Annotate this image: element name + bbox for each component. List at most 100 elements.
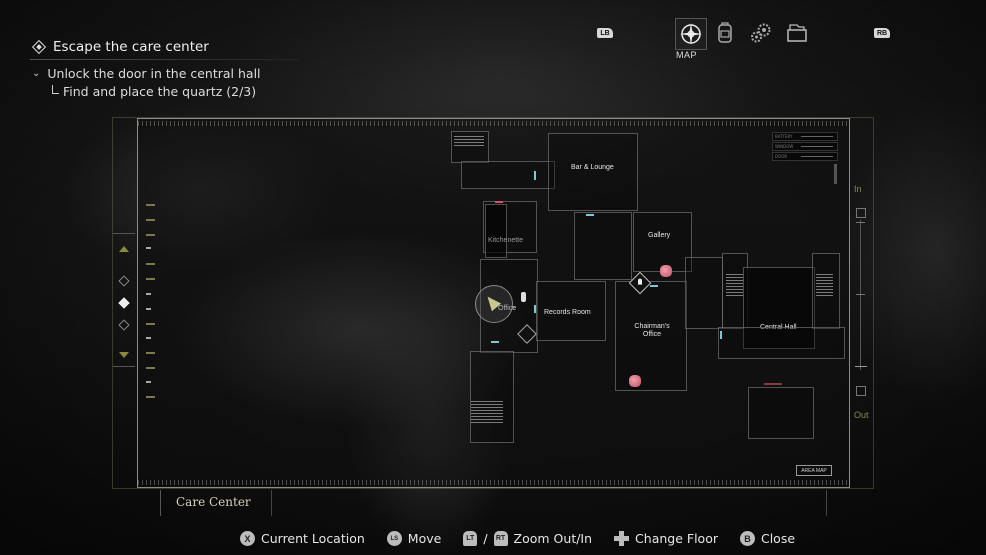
ruler-tick (146, 278, 155, 280)
tab-settings[interactable] (746, 18, 776, 48)
x-button-icon[interactable]: X (240, 531, 255, 546)
change-floor-hint[interactable]: Change Floor (635, 531, 718, 546)
zoom-out-label[interactable]: Out (854, 410, 869, 420)
map-legend: BATTERY WINDOW DOOR (772, 132, 838, 161)
stairs (454, 136, 484, 146)
divider (826, 490, 827, 516)
objectives-panel: Escape the care center ⌄ Unlock the door… (30, 36, 300, 100)
room-label-records-room: Records Room (544, 309, 591, 316)
zoom-in-label[interactable]: In (854, 184, 862, 194)
ruler-tick (146, 381, 151, 383)
tab-inventory[interactable] (710, 18, 740, 48)
room-hall-lower (718, 327, 845, 359)
door-unlocked (534, 305, 536, 313)
compass-icon (680, 23, 702, 45)
legend-row: BATTERY (772, 132, 838, 141)
door-unlocked (720, 331, 722, 339)
room-label-chairmans-office: Chairman's Office (634, 323, 670, 338)
quartz-icon[interactable] (629, 375, 641, 387)
current-location-hint[interactable]: Current Location (261, 531, 365, 546)
move-hint[interactable]: Move (407, 531, 442, 546)
bottom-ruler (138, 480, 849, 485)
room-kitchenette (485, 204, 507, 258)
floor-selector (113, 233, 135, 367)
zoom-in-box-icon[interactable] (856, 208, 866, 218)
chevron-down-icon: ⌄ (32, 67, 41, 79)
main-objective-text: Escape the care center (53, 39, 209, 55)
sub-objective-text: Unlock the door in the central hall (47, 65, 261, 81)
ruler-tick (146, 204, 155, 206)
room-corridor-north (461, 161, 555, 189)
lb-bumper-button[interactable]: LB (597, 28, 613, 38)
floor-diamond-current[interactable] (118, 297, 130, 309)
door-locked (495, 201, 503, 203)
zoom-hint[interactable]: Zoom Out/In (513, 531, 593, 546)
stairs (471, 401, 503, 423)
stairs (816, 274, 833, 298)
backpack-icon (718, 22, 732, 43)
slash-separator: / (483, 531, 488, 546)
ruler-tick (146, 247, 151, 249)
gears-icon (751, 23, 771, 43)
area-name-box: Care Center (160, 490, 272, 516)
room-southwest-stairs (470, 351, 514, 443)
room-records (536, 281, 606, 341)
door-unlocked (491, 341, 499, 343)
door-unlocked (534, 171, 536, 180)
area-map-button[interactable]: AREA MAP (796, 465, 832, 476)
zoom-out-box-icon[interactable] (856, 386, 866, 396)
objective-divider (30, 59, 300, 60)
room-bar-lounge (548, 133, 638, 211)
zoom-slider-track[interactable] (860, 220, 861, 370)
ruler-tick (146, 396, 155, 398)
control-hints: X Current Location LS Move LT / RT Zoom … (240, 531, 795, 546)
ls-stick-icon[interactable]: LS (386, 531, 402, 546)
tab-map-label: MAP (676, 50, 698, 60)
quartz-icon[interactable] (660, 265, 672, 277)
rt-trigger-icon[interactable]: RT (493, 531, 508, 546)
legend-row: DOOR (772, 152, 838, 161)
bottle-item-icon[interactable] (521, 292, 526, 302)
top-ruler (138, 121, 849, 126)
stairs (726, 274, 743, 298)
legend-label: BATTERY (775, 134, 793, 139)
ruler-tick (146, 308, 151, 310)
floor-down-arrow-icon[interactable] (119, 352, 129, 358)
legend-label: DOOR (775, 154, 788, 159)
zoom-panel: In Out (852, 176, 870, 426)
menu-tab-bar: LB MAP RB (580, 14, 910, 64)
floor-up-arrow-icon[interactable] (119, 246, 129, 252)
sub-sub-objective-text: Find and place the quartz (2/3) (63, 83, 257, 99)
ruler-tick (146, 293, 151, 295)
ruler-tick (146, 263, 155, 265)
tab-map[interactable] (675, 18, 707, 50)
sub-objective: ⌄ Unlock the door in the central hall (30, 64, 300, 82)
close-hint[interactable]: Close (760, 531, 796, 546)
zoom-slider-handle[interactable] (855, 366, 867, 367)
objective-diamond-icon (31, 39, 47, 55)
room-label-bar-lounge: Bar & Lounge (571, 164, 614, 171)
legend-scrollbar[interactable] (834, 164, 837, 184)
legend-row: WINDOW (772, 142, 838, 151)
room-east-corridor (685, 257, 723, 329)
ruler-tick (146, 367, 155, 369)
door-locked (764, 383, 782, 385)
floor-diamond-lower[interactable] (118, 319, 130, 331)
lt-trigger-icon[interactable]: LT (463, 531, 478, 546)
zoom-slider-mark (856, 222, 865, 223)
tab-files[interactable] (782, 18, 812, 48)
area-name-text: Care Center (176, 495, 251, 509)
floor-diamond-upper[interactable] (118, 275, 130, 287)
ruler-tick (146, 219, 155, 221)
b-button-icon[interactable]: B (739, 531, 755, 546)
player-location-ring (475, 285, 513, 323)
map-view[interactable]: Bar & Lounge Kitchenette Gallery Office … (137, 118, 850, 488)
ruler-tick (146, 337, 151, 339)
room-central-hall (743, 267, 815, 349)
dpad-icon[interactable] (614, 531, 630, 546)
room-gallery (633, 212, 692, 272)
zoom-slider-mark (856, 294, 865, 295)
rb-bumper-button[interactable]: RB (874, 28, 890, 38)
ruler-tick (146, 234, 155, 236)
legend-label: WINDOW (775, 144, 794, 149)
